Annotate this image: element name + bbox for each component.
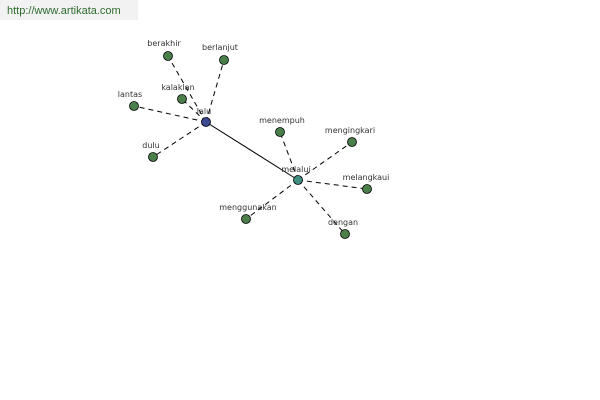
- node-label-dengan: dengan: [328, 218, 358, 227]
- node-label-berlanjut: berlanjut: [202, 43, 238, 52]
- node-label-lalu: lalu: [197, 107, 211, 116]
- edge-lalu-melalui: [205, 121, 299, 181]
- edge-lalu-berakhir: [167, 55, 207, 123]
- node-menggunakan[interactable]: [241, 214, 251, 224]
- nodes-layer: [129, 51, 372, 239]
- edge-melalui-menggunakan: [245, 179, 299, 220]
- edge-melalui-dengan: [297, 179, 346, 235]
- node-melangkaui[interactable]: [362, 184, 372, 194]
- node-kalaklan[interactable]: [177, 94, 187, 104]
- node-berakhir[interactable]: [163, 51, 173, 61]
- node-menempuh[interactable]: [275, 127, 285, 137]
- edges-layer: [133, 55, 368, 235]
- node-melalui[interactable]: [293, 175, 303, 185]
- node-label-lantas: lantas: [118, 90, 142, 99]
- edge-lalu-dulu: [152, 121, 207, 158]
- node-label-menggunakan: menggunakan: [219, 203, 276, 212]
- node-label-kalaklan: kalaklan: [161, 83, 194, 92]
- node-dulu[interactable]: [148, 152, 158, 162]
- node-label-menempuh: menempuh: [259, 116, 305, 125]
- edge-melalui-melangkaui: [297, 179, 368, 190]
- node-lalu[interactable]: [201, 117, 211, 127]
- edge-lalu-lantas: [133, 105, 207, 123]
- site-watermark: http://www.artikata.com: [0, 0, 138, 20]
- node-label-melalui: melalui: [281, 165, 310, 174]
- node-mengingkari[interactable]: [347, 137, 357, 147]
- edge-melalui-mengingkari: [297, 141, 353, 181]
- labels-layer: lalu melalui berakhir berlanjut kalaklan lant…: [118, 39, 390, 227]
- node-lantas[interactable]: [129, 101, 139, 111]
- node-label-berakhir: berakhir: [147, 39, 181, 48]
- edge-lalu-berlanjut: [205, 59, 225, 123]
- edge-lalu-kalaklan: [181, 98, 207, 123]
- node-label-mengingkari: mengingkari: [325, 126, 375, 135]
- node-label-dulu: dulu: [142, 141, 159, 150]
- node-label-melangkaui: melangkaui: [343, 173, 390, 182]
- node-dengan[interactable]: [340, 229, 350, 239]
- node-berlanjut[interactable]: [219, 55, 229, 65]
